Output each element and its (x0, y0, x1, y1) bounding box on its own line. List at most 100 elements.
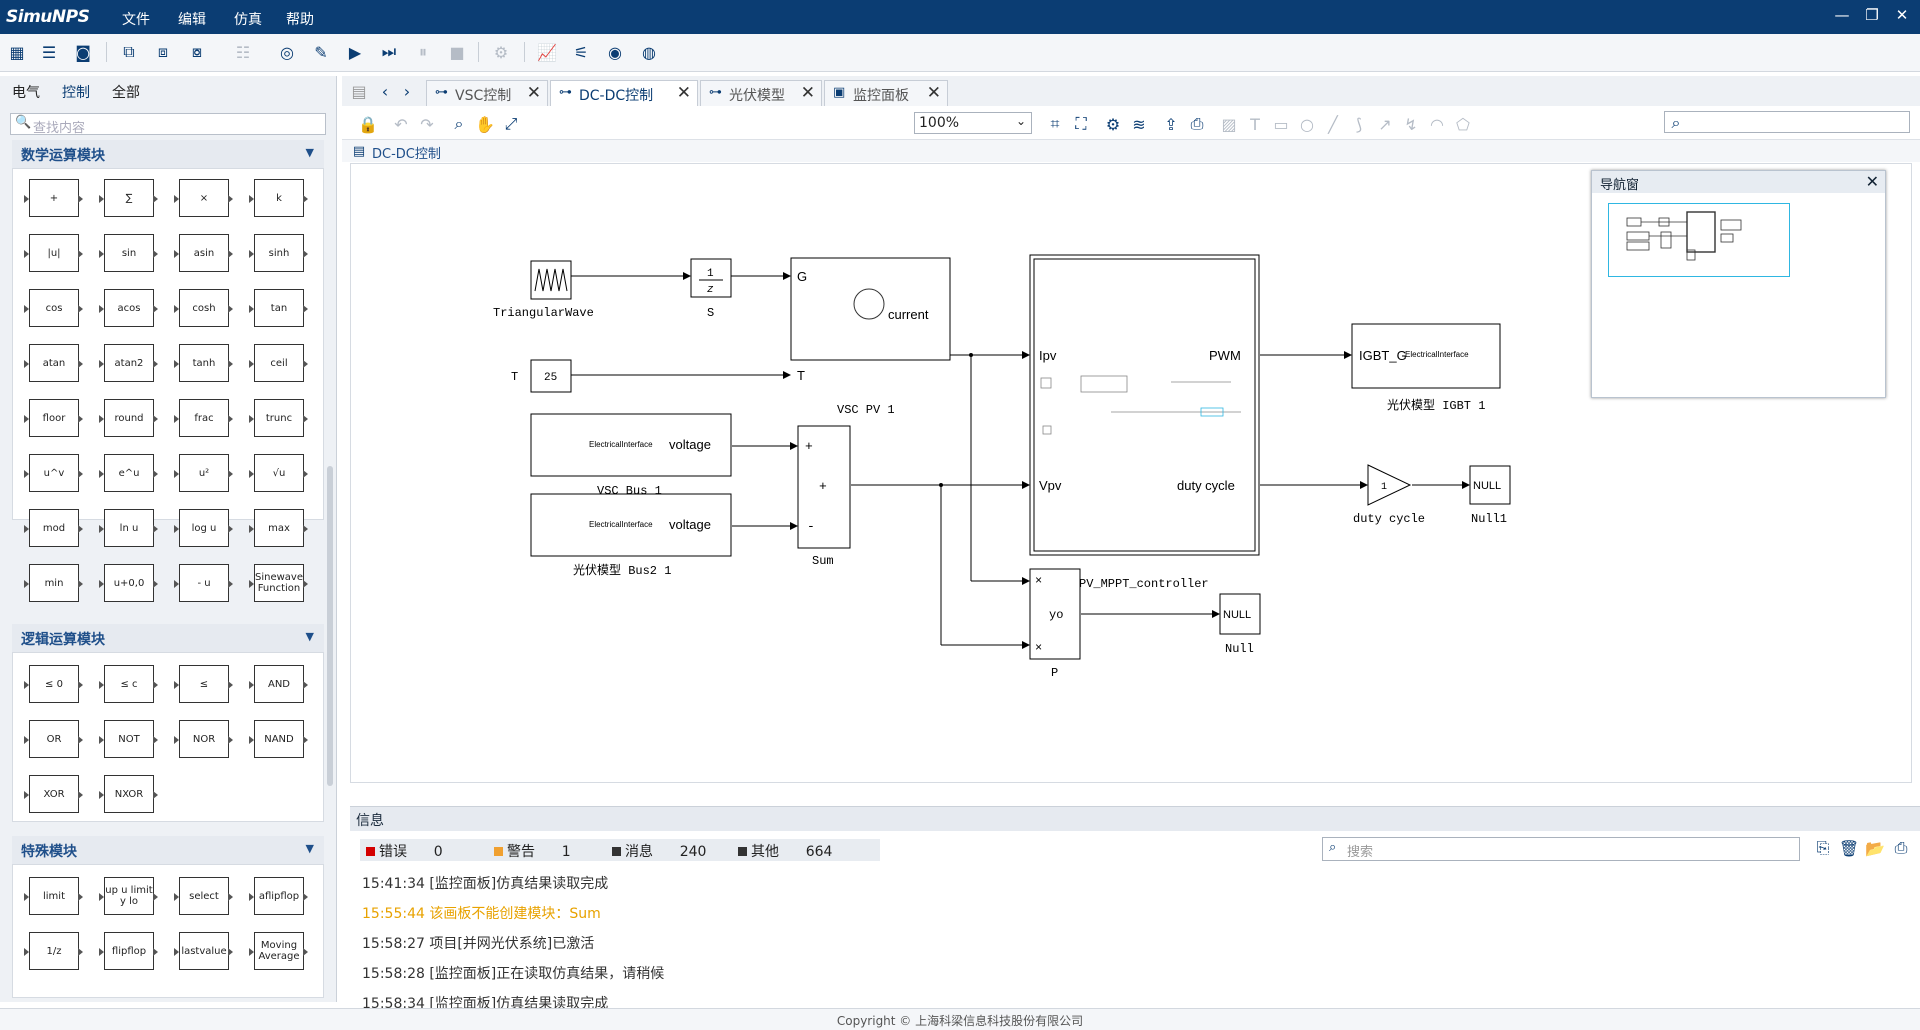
fullscreen-icon[interactable]: ⛶ (1075, 114, 1087, 133)
lib-tab-electrical[interactable]: 电气 (12, 85, 40, 101)
monitor-icon[interactable]: ◉ (608, 42, 622, 62)
tag-icon[interactable]: ⌗ (1050, 114, 1060, 133)
print-log-icon[interactable]: ⎙ (1894, 838, 1908, 857)
text-icon[interactable]: T (1250, 114, 1260, 134)
tab-dcdc-control[interactable]: ⊶DC-DC控制✕ (550, 80, 698, 106)
library-block[interactable]: ≤ (174, 665, 233, 703)
arc-icon[interactable]: ◠ (1430, 114, 1444, 134)
library-block[interactable]: u² (174, 454, 233, 492)
debug-icon[interactable]: ⚙ (493, 42, 509, 62)
library-block[interactable]: atan2 (99, 344, 158, 382)
library-block[interactable]: Sinewave Function (249, 564, 308, 602)
menu-simulate[interactable]: 仿真 (234, 12, 262, 28)
copy-model-icon[interactable]: ⧈ (157, 42, 169, 61)
library-block[interactable]: aflipflop (249, 877, 308, 915)
panel-icon[interactable]: ◙ (75, 42, 91, 62)
navigator-window[interactable]: 导航窗✕ (1591, 170, 1886, 398)
library-block[interactable]: sinh (249, 234, 308, 272)
block-diagram[interactable]: TriangularWave 25 T 1 z S G T current VS… (351, 164, 1912, 783)
duplicate-icon[interactable]: ⧇ (191, 42, 203, 61)
redo-icon[interactable]: ↷ (420, 114, 434, 134)
library-block[interactable]: NXOR (99, 775, 158, 813)
menu-help[interactable]: 帮助 (286, 12, 314, 28)
lib-tab-all[interactable]: 全部 (112, 85, 140, 101)
image-icon[interactable]: ▨ (1221, 114, 1237, 134)
run-icon[interactable]: ▶ (348, 42, 362, 62)
close-icon[interactable]: ✕ (1865, 172, 1879, 191)
section-header-logic[interactable]: 逻辑运算模块▼ (12, 624, 324, 652)
canvas-search-input[interactable]: ⌕ (1664, 111, 1910, 133)
list-icon[interactable]: ☰ (41, 42, 57, 62)
library-block[interactable]: tan (249, 289, 308, 327)
fit-icon[interactable]: ⤢ (504, 114, 518, 133)
rectangle-icon[interactable]: ▭ (1273, 114, 1289, 134)
library-block[interactable]: trunc (249, 399, 308, 437)
tab-vsc-control[interactable]: ⊶VSC控制✕ (426, 80, 548, 106)
library-block[interactable]: + (24, 179, 83, 217)
library-block[interactable]: lastvalue (174, 932, 233, 970)
library-block[interactable]: Moving Average (249, 932, 308, 970)
library-block[interactable]: cosh (174, 289, 233, 327)
close-icon[interactable]: ✕ (1895, 6, 1909, 24)
library-block[interactable]: × (174, 179, 233, 217)
library-block[interactable]: ∑ (99, 179, 158, 217)
lock-icon[interactable]: 🔒 (358, 114, 378, 134)
library-block[interactable]: AND (249, 665, 308, 703)
stop-icon[interactable]: ■ (449, 42, 465, 62)
undo-icon[interactable]: ↶ (394, 114, 408, 134)
library-block[interactable]: atan (24, 344, 83, 382)
library-block[interactable]: mod (24, 509, 83, 547)
library-block[interactable]: cos (24, 289, 83, 327)
library-block[interactable]: XOR (24, 775, 83, 813)
error-counter[interactable]: 错误 0 (360, 839, 498, 861)
circle-icon[interactable]: ○ (1300, 114, 1314, 134)
polyline-icon[interactable]: ⟆ (1355, 114, 1363, 134)
library-block[interactable]: √u (249, 454, 308, 492)
library-block[interactable]: ≤ c (99, 665, 158, 703)
forward-icon[interactable]: › (403, 81, 411, 101)
library-block[interactable]: round (99, 399, 158, 437)
other-counter[interactable]: 其他 664 (732, 839, 880, 861)
export-icon[interactable]: ⇪ (1164, 114, 1178, 134)
library-block[interactable]: ceil (249, 344, 308, 382)
help-icon[interactable]: ◍ (642, 42, 656, 62)
menu-file[interactable]: 文件 (122, 12, 150, 28)
library-block[interactable]: flipflop (99, 932, 158, 970)
library-block[interactable]: tanh (174, 344, 233, 382)
library-block[interactable]: OR (24, 720, 83, 758)
align-icon[interactable]: ☷ (235, 42, 251, 62)
line-icon[interactable]: ╱ (1328, 114, 1338, 134)
library-scrollbar[interactable] (327, 466, 333, 786)
copy-log-icon[interactable]: ⎘ (1816, 838, 1830, 857)
step-icon[interactable]: ⏭ (381, 42, 397, 61)
info-search-input[interactable]: ⌕搜索 (1322, 837, 1800, 861)
library-block[interactable]: floor (24, 399, 83, 437)
tab-monitor-panel[interactable]: ▣监控面板✕ (824, 80, 948, 106)
tab-pv-model[interactable]: ⊶光伏模型✕ (700, 80, 822, 106)
zoom-select[interactable]: 100%⌄ (914, 112, 1032, 134)
library-block[interactable]: k (249, 179, 308, 217)
pause-icon[interactable]: ⏸ (418, 42, 427, 61)
library-block[interactable]: sin (99, 234, 158, 272)
message-counter[interactable]: 消息 240 (606, 839, 766, 861)
library-block[interactable]: - u (174, 564, 233, 602)
delete-icon[interactable]: 🗑 (1838, 838, 1860, 858)
library-block[interactable]: limit (24, 877, 83, 915)
new-model-icon[interactable]: ⧉ (123, 42, 135, 61)
open-folder-icon[interactable]: 📂 (1865, 838, 1885, 858)
breadcrumb[interactable]: ▤DC-DC控制 (342, 140, 1920, 162)
navigator-viewport[interactable] (1608, 203, 1790, 277)
library-block[interactable]: ln u (99, 509, 158, 547)
chart-icon[interactable]: 📈 (537, 42, 557, 62)
section-header-special[interactable]: 特殊模块▼ (12, 836, 324, 864)
back-icon[interactable]: ‹ (381, 81, 389, 101)
print-icon[interactable]: ⎙ (1190, 114, 1204, 133)
settings-gear-icon[interactable]: ⚙ (1105, 114, 1121, 134)
lib-tab-control[interactable]: 控制 (62, 85, 90, 101)
library-block[interactable]: NAND (249, 720, 308, 758)
section-header-math[interactable]: 数学运算模块▼ (12, 140, 324, 168)
library-block[interactable]: u+0,0 (99, 564, 158, 602)
pan-hand-icon[interactable]: ✋ (475, 114, 495, 134)
library-block[interactable]: 1/z (24, 932, 83, 970)
restore-icon[interactable]: ❐ (1865, 6, 1879, 24)
